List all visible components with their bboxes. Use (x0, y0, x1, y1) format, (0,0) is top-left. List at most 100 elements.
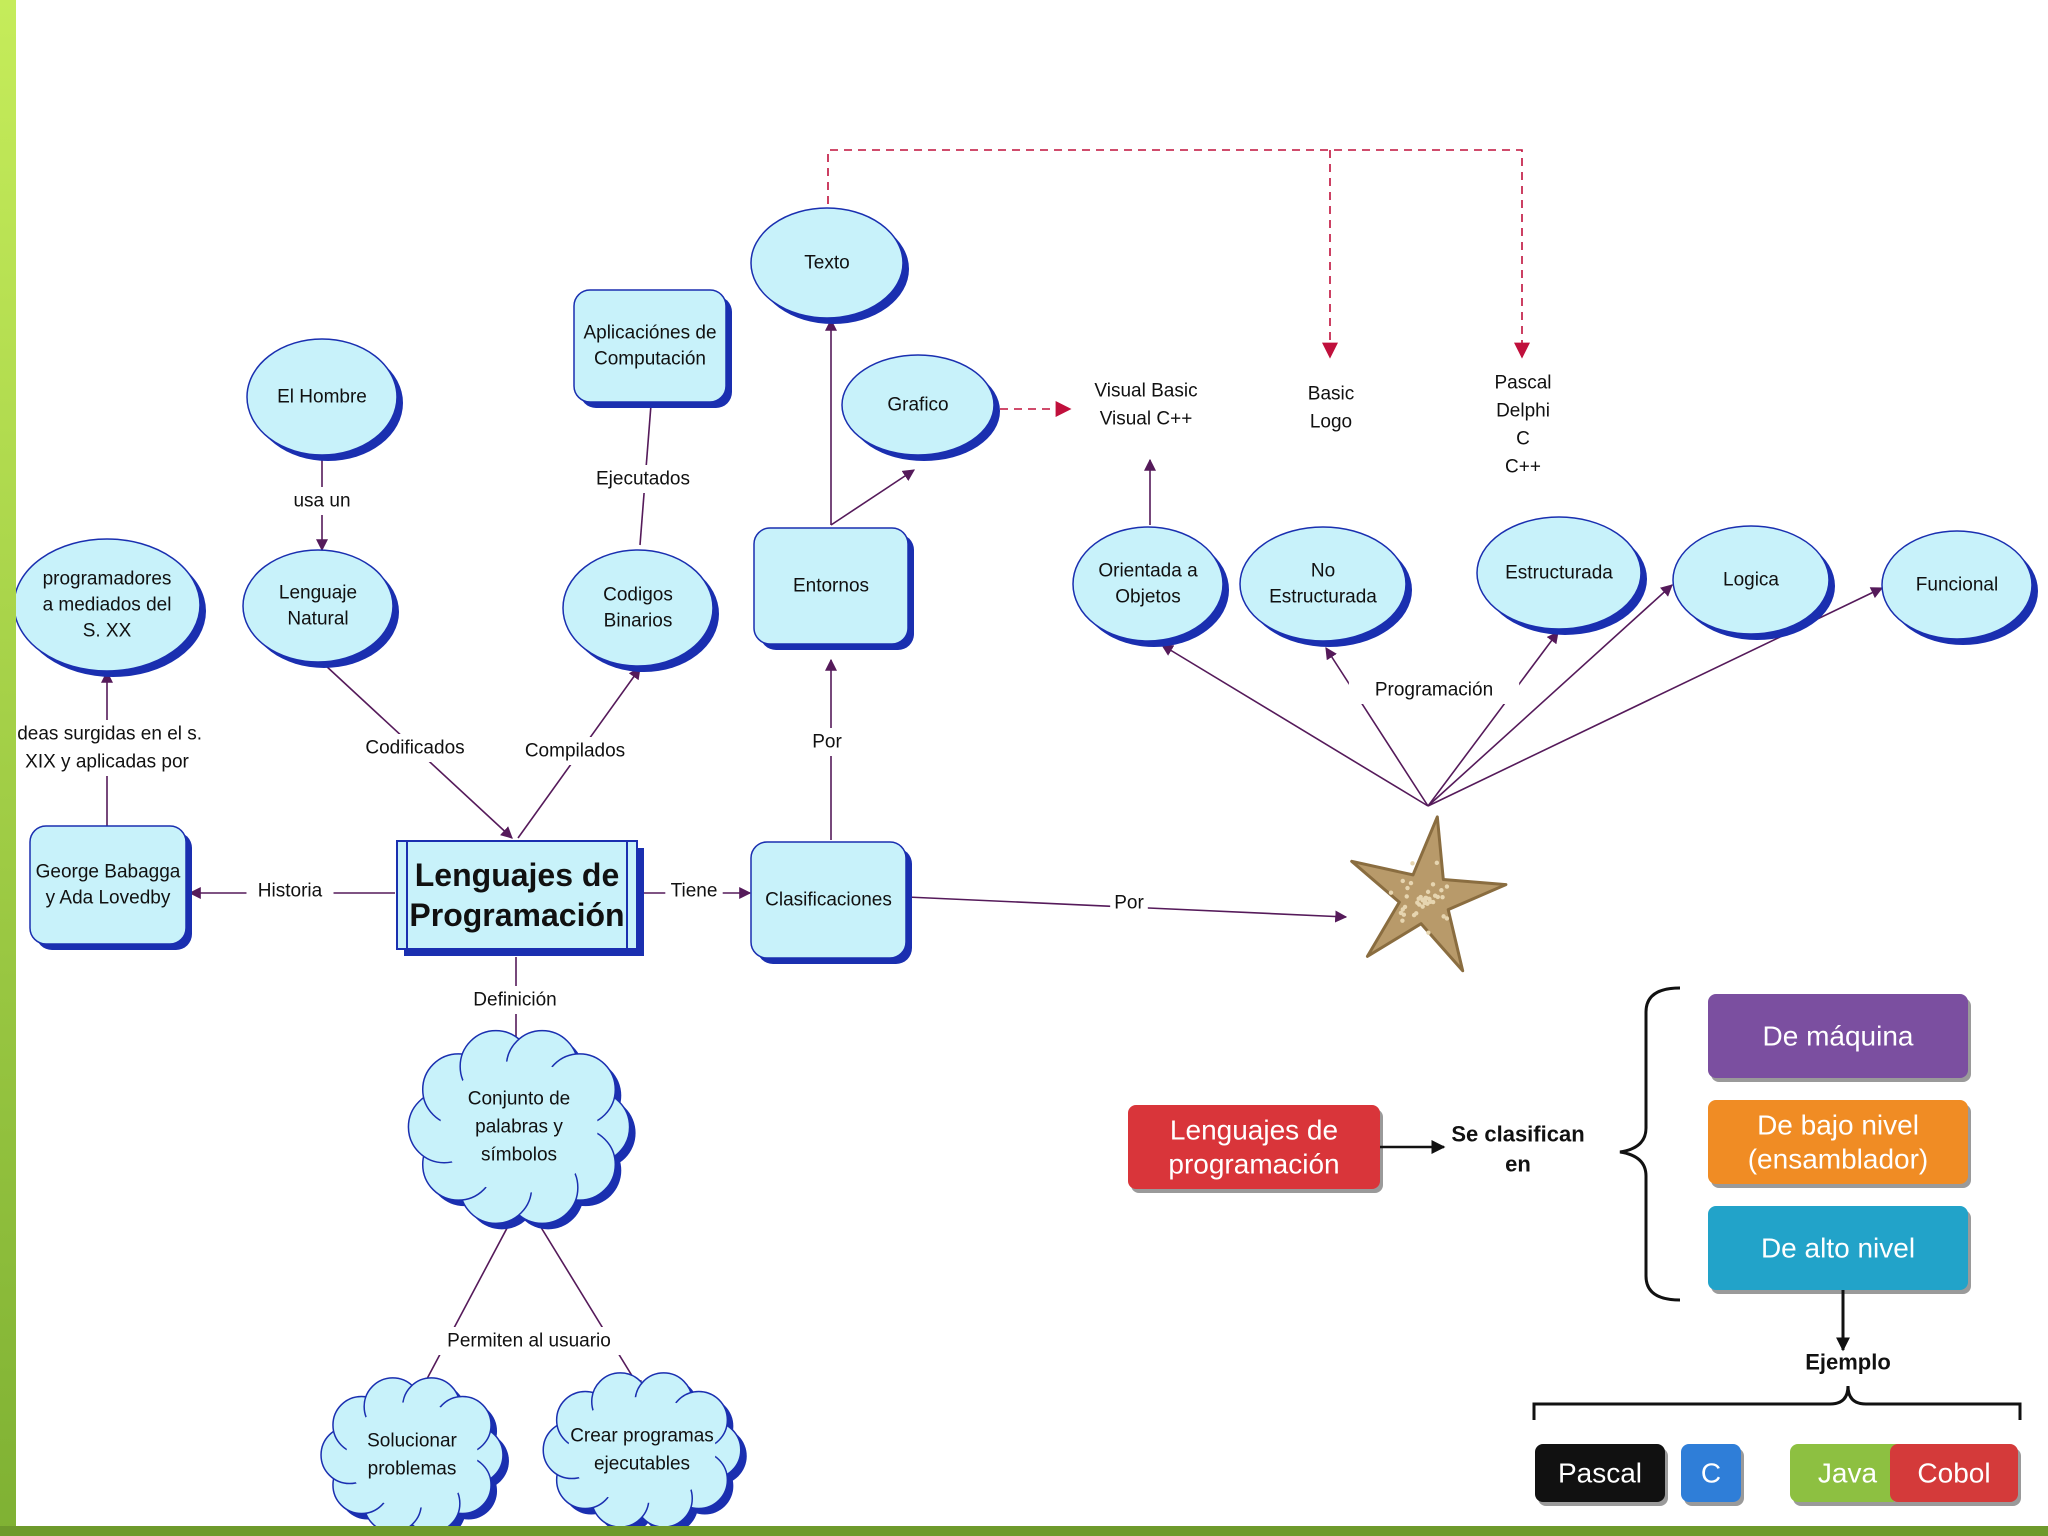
svg-text:Permiten al usuario: Permiten al usuario (447, 1331, 611, 1352)
examples-pascal: PascalDelphiCC++ (1494, 373, 1551, 478)
label-compilados: Compilados (522, 737, 629, 765)
classif-level-3-label: De alto nivel (1761, 1233, 1915, 1264)
svg-text:Pascal: Pascal (1494, 373, 1551, 394)
concept-map: El HombreLenguajeNaturalprogramadoresa m… (16, 0, 2048, 1526)
svg-text:Lenguajes de: Lenguajes de (1170, 1115, 1338, 1146)
svg-text:palabras y: palabras y (475, 1117, 563, 1138)
node-babbage: George Babagga y Ada Lovedby (30, 826, 192, 950)
svg-text:Objetos: Objetos (1115, 587, 1180, 608)
svg-text:Ejecutados: Ejecutados (596, 469, 690, 490)
label-por-star: Por (1110, 889, 1148, 917)
starfish-icon (1352, 817, 1506, 971)
link-prog-orientada (1162, 645, 1428, 806)
svg-text:XIX y aplicadas por: XIX y aplicadas por (25, 752, 189, 773)
node-texto: Texto (751, 208, 909, 324)
node-entornos: Entornos (754, 528, 914, 650)
svg-text:Definición: Definición (473, 990, 556, 1011)
node-programadores: programadores a mediados del S. XX (16, 539, 206, 677)
node-no-estructurada: NoEstructurada (1240, 527, 1412, 647)
svg-text:Basic: Basic (1308, 384, 1354, 405)
label-codificados: Codificados (357, 734, 474, 762)
svg-text:S. XX: S. XX (83, 621, 132, 642)
svg-text:Computación: Computación (594, 349, 706, 370)
link-entornos-grafico (831, 470, 914, 525)
node-el-hombre: El Hombre (247, 339, 403, 461)
svg-text:Visual Basic: Visual Basic (1094, 381, 1197, 402)
node-funcional: Funcional (1882, 531, 2038, 645)
svg-text:Pascal: Pascal (1558, 1458, 1642, 1489)
classif-example-1: Pascal (1535, 1444, 1668, 1506)
svg-text:Clasificaciones: Clasificaciones (765, 890, 892, 911)
label-tiene: Tiene (665, 877, 722, 905)
classif-example-2: C (1681, 1444, 1744, 1506)
svg-text:Grafico: Grafico (887, 395, 948, 416)
slide-frame-left (0, 0, 16, 1536)
classif-level-1-label: De máquina (1763, 1021, 1914, 1052)
svg-text:Programación: Programación (409, 897, 624, 933)
svg-text:problemas: problemas (368, 1459, 457, 1480)
node-entornos-label: Entornos (793, 576, 869, 597)
classif-example-2-label: C (1701, 1458, 1721, 1489)
svg-text:a mediados del: a mediados del (43, 595, 172, 616)
svg-text:y Ada Lovedby: y Ada Lovedby (46, 888, 171, 909)
classif-example-brace (1534, 1386, 2020, 1420)
node-el-hombre-label: El Hombre (277, 387, 367, 408)
svg-text:Cobol: Cobol (1917, 1458, 1990, 1489)
svg-text:usa un: usa un (293, 491, 350, 512)
diagram-canvas: El HombreLenguajeNaturalprogramadoresa m… (16, 0, 2048, 1526)
examples-basic: BasicLogo (1308, 384, 1354, 433)
svg-text:Lenguaje: Lenguaje (279, 583, 357, 604)
svg-text:Historia: Historia (258, 881, 323, 902)
svg-text:Logica: Logica (1723, 570, 1779, 591)
svg-text:Por: Por (812, 732, 842, 753)
svg-text:George Babagga: George Babagga (36, 862, 181, 883)
svg-text:Logo: Logo (1310, 412, 1352, 433)
svg-text:C: C (1701, 1458, 1721, 1489)
classif-connector: Se clasificanen (1451, 1122, 1584, 1177)
classif-example-1-label: Pascal (1558, 1458, 1642, 1489)
svg-text:Programación: Programación (1375, 680, 1493, 701)
node-clasificaciones: Clasificaciones (751, 842, 912, 964)
svg-text:De bajo nivel: De bajo nivel (1757, 1110, 1919, 1141)
node-conjunto: Conjunto depalabras ysímbolos (408, 1031, 635, 1230)
svg-text:Por: Por (1114, 893, 1144, 914)
node-aplicaciones: Aplicaciónes deComputación (574, 290, 732, 408)
node-center-lenguajes: Lenguajes de Programación (397, 841, 644, 956)
svg-text:Tiene: Tiene (671, 881, 718, 902)
svg-text:El Hombre: El Hombre (277, 387, 367, 408)
svg-text:Delphi: Delphi (1496, 401, 1550, 422)
node-funcional-label: Funcional (1916, 575, 1998, 596)
link-prog-no-estructurada (1326, 648, 1428, 806)
svg-text:(ensamblador): (ensamblador) (1748, 1144, 1929, 1175)
classif-example-3-label: Java (1818, 1458, 1878, 1489)
label-ejecutados: Ejecutados (590, 465, 697, 493)
label-definicion: Definición (462, 986, 569, 1014)
svg-text:Codigos: Codigos (603, 585, 673, 606)
node-estructurada: Estructurada (1477, 517, 1647, 635)
svg-text:Estructurada: Estructurada (1505, 563, 1613, 584)
svg-text:Orientada a: Orientada a (1098, 561, 1198, 582)
node-conjunto-label: Conjunto depalabras ysímbolos (468, 1089, 570, 1166)
node-solucionar: Solucionar problemas (321, 1378, 509, 1526)
svg-text:Crear programas: Crear programas (570, 1426, 714, 1447)
node-clasificaciones-label: Clasificaciones (765, 890, 892, 911)
node-estructurada-label: Estructurada (1505, 563, 1613, 584)
svg-text:ejecutables: ejecutables (594, 1454, 690, 1475)
node-grafico: Grafico (842, 355, 1000, 461)
node-crear: Crear programas ejecutables (543, 1373, 747, 1526)
svg-text:Binarios: Binarios (604, 611, 673, 632)
link-prog-estructurada (1428, 632, 1558, 806)
label-permiten: Permiten al usuario (431, 1327, 627, 1355)
svg-text:Estructurada: Estructurada (1269, 587, 1377, 608)
svg-text:Lenguajes de: Lenguajes de (415, 857, 620, 893)
svg-text:Visual C++: Visual C++ (1100, 409, 1193, 430)
svg-text:Solucionar: Solucionar (367, 1431, 457, 1452)
dashed-link-pascal (828, 150, 1522, 357)
classif-level-3: De alto nivel (1708, 1206, 1971, 1294)
svg-text:Java: Java (1818, 1458, 1878, 1489)
label-por-entornos: Por (808, 728, 846, 756)
classif-example-label: Ejemplo (1805, 1350, 1891, 1375)
classif-brace (1620, 988, 1680, 1300)
svg-text:De alto nivel: De alto nivel (1761, 1233, 1915, 1264)
svg-text:programadores: programadores (43, 569, 172, 590)
